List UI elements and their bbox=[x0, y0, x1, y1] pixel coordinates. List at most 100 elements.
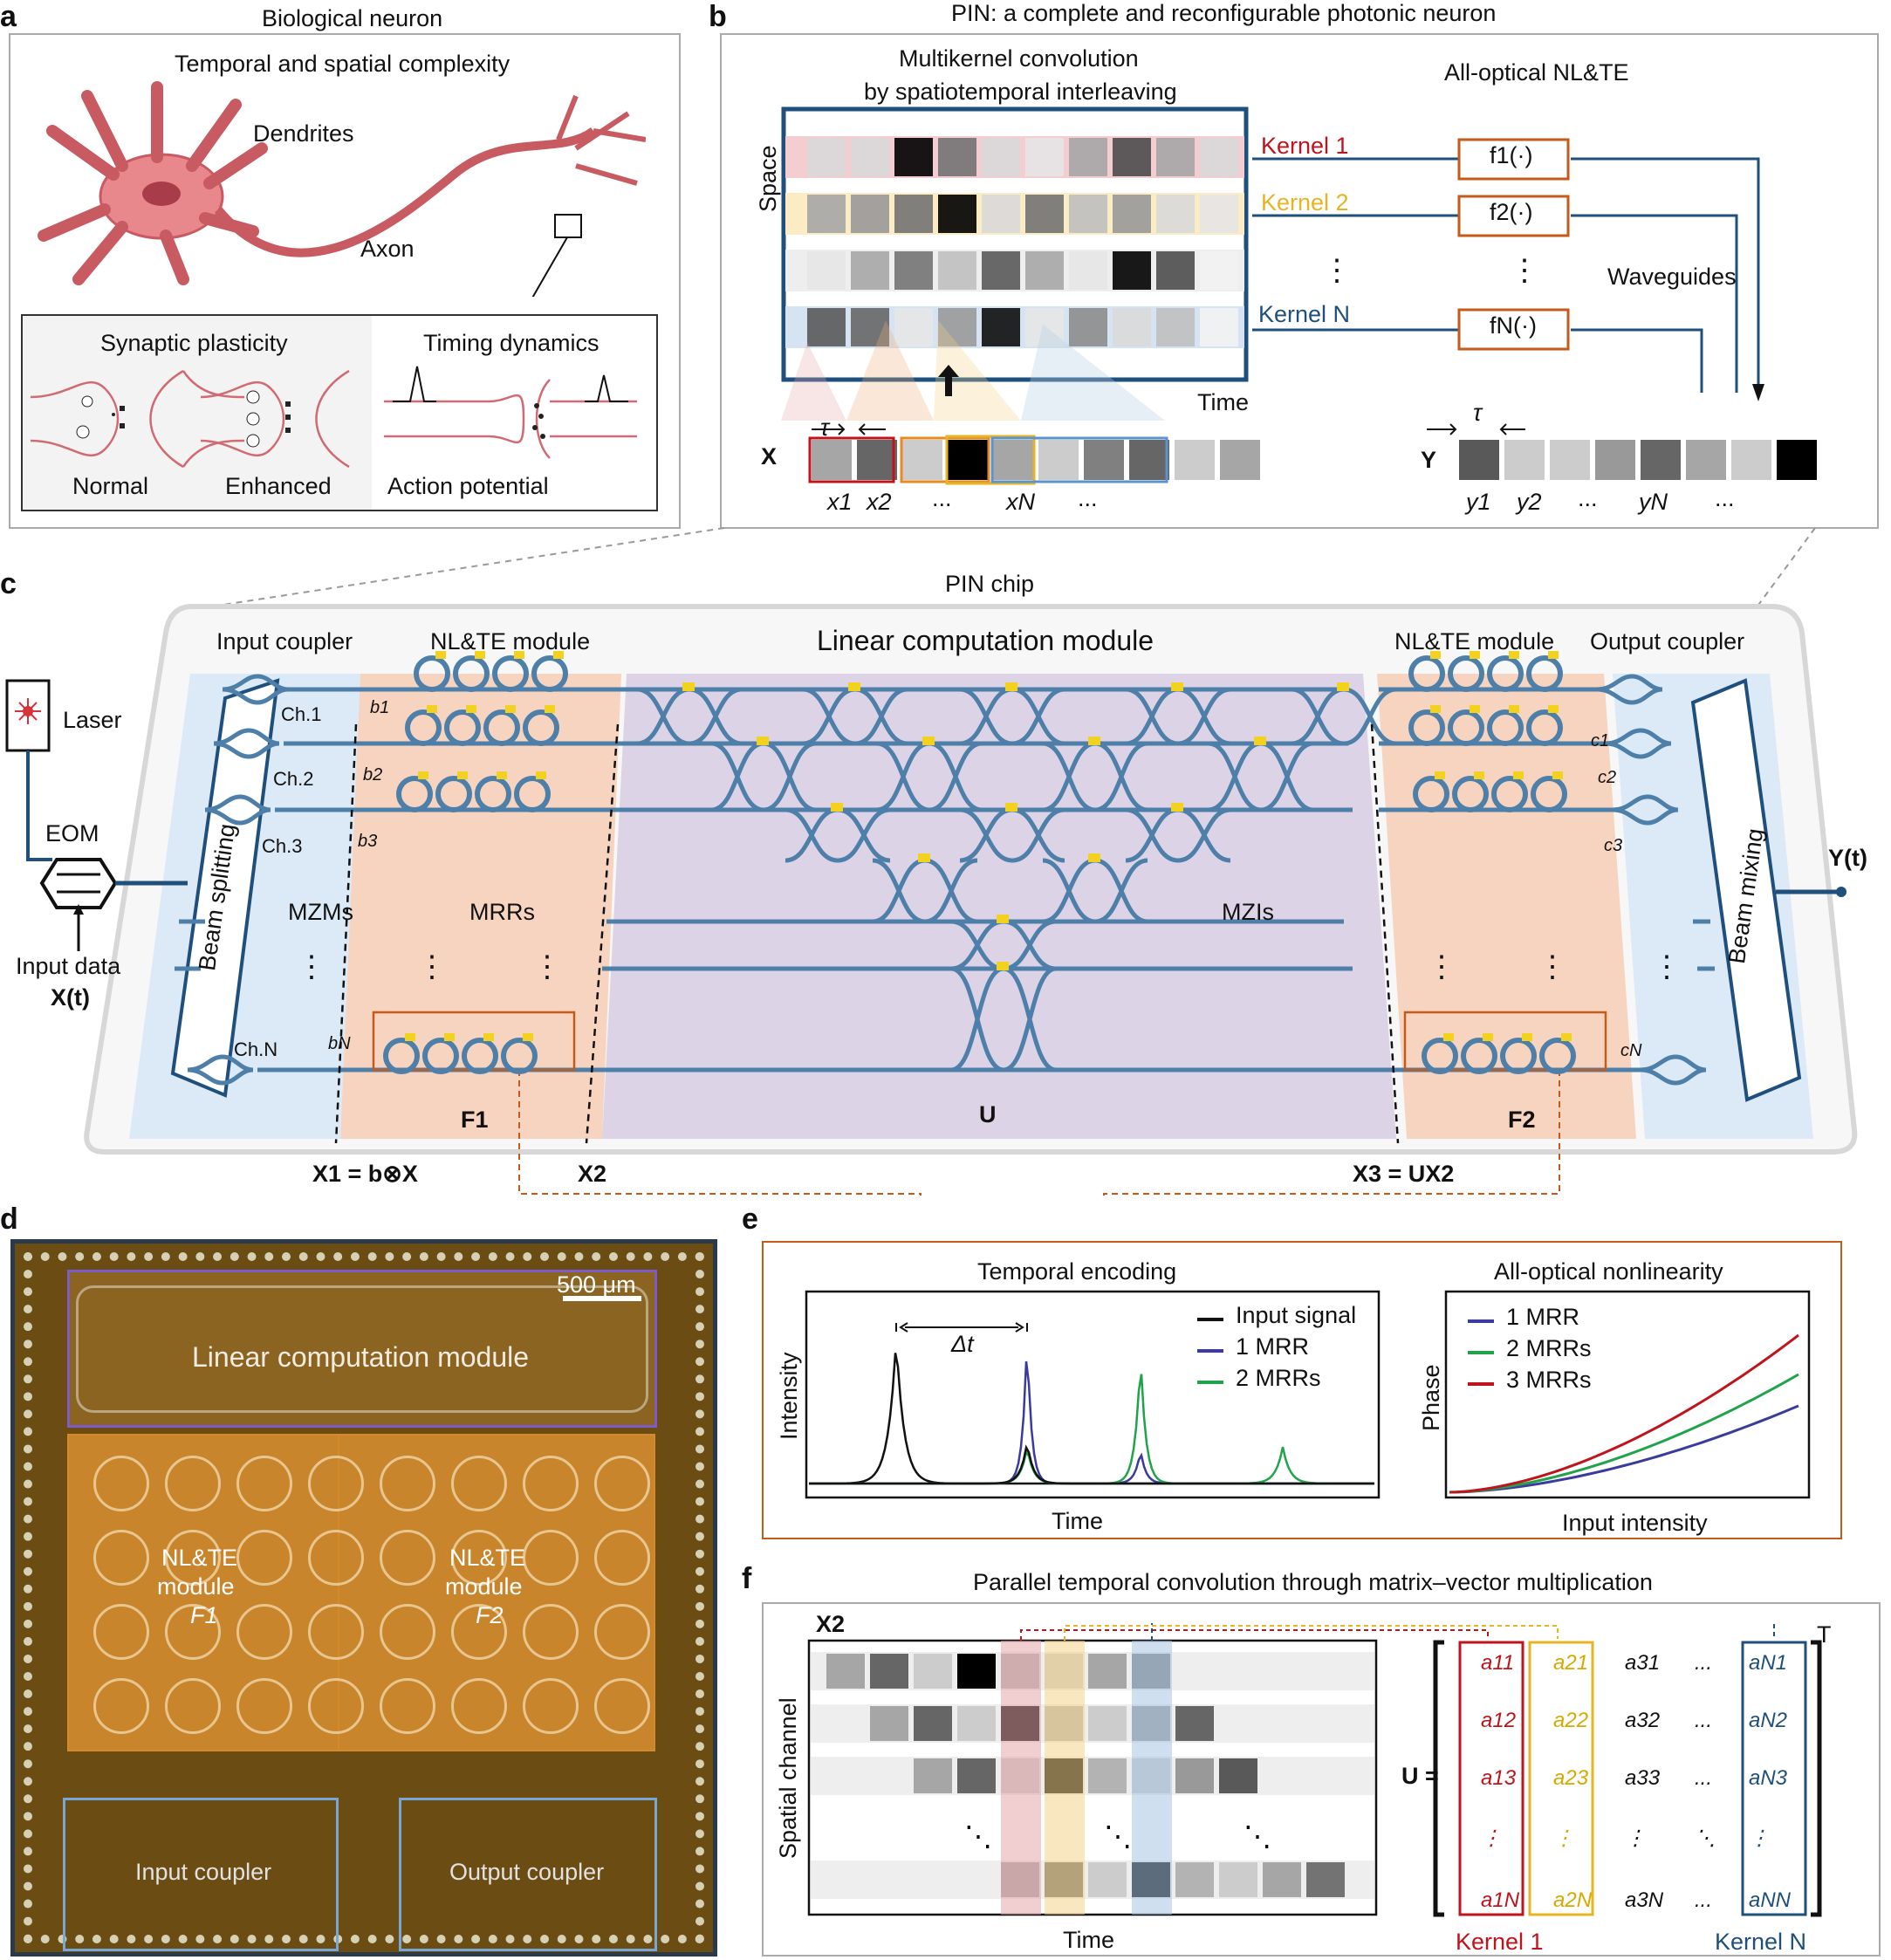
pin-chip-title: PIN chip bbox=[945, 571, 1035, 597]
micrograph-ring bbox=[93, 1604, 149, 1660]
mrr-vdots-1: ⋮ bbox=[417, 950, 447, 983]
diag-dots: ⋱ bbox=[1104, 1820, 1132, 1852]
y-sample-cell bbox=[1504, 440, 1545, 480]
kernel2-link bbox=[1064, 1625, 1559, 1641]
conv-cell bbox=[1088, 1654, 1127, 1689]
x-sample-cell bbox=[1084, 440, 1124, 480]
x-sample-cell bbox=[1220, 440, 1260, 480]
kernel-cell bbox=[938, 251, 976, 290]
mrr-vdots-4: ⋮ bbox=[1538, 950, 1567, 983]
neuron-illustration bbox=[38, 81, 646, 297]
heater-pad bbox=[1513, 771, 1524, 779]
delta-t-arrow bbox=[895, 1322, 1028, 1333]
kernel-cell bbox=[938, 138, 976, 176]
y-sample-cell bbox=[1686, 440, 1726, 480]
heater-pad bbox=[418, 771, 428, 779]
mrr-vdots-3: ⋮ bbox=[1427, 950, 1456, 983]
mrr-ring bbox=[422, 1038, 459, 1074]
nl-legend-swatch-1 bbox=[1468, 1350, 1494, 1354]
mrr-ring bbox=[414, 655, 450, 692]
y1-label: y1 bbox=[1466, 489, 1491, 515]
micrograph-linear-label: Linear computation module bbox=[192, 1341, 530, 1373]
x-kernel3-window bbox=[945, 435, 1036, 485]
micrograph-ring bbox=[308, 1678, 364, 1734]
matrix-entry: a31 bbox=[1625, 1651, 1661, 1675]
b3-label: b3 bbox=[358, 832, 378, 851]
micrograph-ring bbox=[594, 1678, 650, 1734]
x-dots-1: ... bbox=[932, 485, 952, 511]
waveguide-routing bbox=[1252, 138, 1764, 401]
kernel-cell bbox=[1156, 138, 1195, 176]
ch1-label: Ch.1 bbox=[281, 703, 322, 725]
kernel2-projection bbox=[846, 320, 934, 421]
mrr-ring bbox=[1461, 1038, 1497, 1074]
micrograph-ring bbox=[451, 1456, 507, 1511]
x-sample-cell bbox=[1129, 440, 1169, 480]
x-tau-arrows bbox=[812, 423, 886, 435]
b2-label: b2 bbox=[363, 765, 383, 785]
waveguide-path bbox=[187, 1054, 254, 1086]
conv-cell bbox=[957, 1654, 996, 1689]
time-label-f: Time bbox=[1063, 1927, 1114, 1953]
te-legend-swatch-1 bbox=[1197, 1348, 1223, 1353]
x2-label: x2 bbox=[867, 489, 892, 515]
te-ylabel: Intensity bbox=[776, 1352, 802, 1440]
phase-shifter bbox=[1088, 737, 1100, 745]
heater-pad bbox=[1548, 705, 1559, 713]
phase-shifter bbox=[997, 915, 1009, 923]
kernel-grid bbox=[781, 106, 1249, 421]
conv-cell bbox=[1219, 1862, 1257, 1897]
kernel-cell bbox=[1200, 138, 1238, 176]
plasticity-label: Synaptic plasticity bbox=[100, 330, 288, 356]
mrr-ring bbox=[383, 1038, 420, 1074]
mrr-ring bbox=[1491, 776, 1528, 812]
panel-a-subtitle: Temporal and spatial complexity bbox=[175, 51, 510, 77]
x-kernelN-window bbox=[990, 436, 1168, 483]
y-tau-arrows bbox=[1427, 423, 1525, 435]
kernel-cell bbox=[1069, 308, 1107, 346]
micrograph-output-label: Output coupler bbox=[449, 1859, 605, 1885]
panel-a-title: Biological neuron bbox=[262, 5, 443, 31]
conv-cell bbox=[870, 1706, 908, 1741]
micrograph-ring bbox=[236, 1530, 292, 1586]
te-xlabel: Time bbox=[1052, 1508, 1103, 1534]
heater-pad bbox=[1474, 771, 1484, 779]
mrr-ring bbox=[1448, 709, 1484, 746]
spatial-channel-label: Spatial channel bbox=[775, 1697, 801, 1859]
kernel-cell bbox=[938, 308, 976, 346]
kernel-cell bbox=[982, 251, 1020, 290]
phase-shifter bbox=[918, 853, 930, 862]
mrr-ring bbox=[1413, 776, 1449, 812]
zoom-connectors bbox=[182, 527, 1816, 612]
phase-shifter bbox=[1005, 803, 1017, 812]
synapse-illustrations bbox=[30, 366, 637, 469]
matrix-entry: aNN bbox=[1749, 1888, 1792, 1912]
matrix-entry: a13 bbox=[1481, 1766, 1517, 1790]
heater-pad bbox=[1443, 1033, 1454, 1041]
c1-label: c1 bbox=[1591, 731, 1610, 750]
kernelN-label-f: Kernel N bbox=[1715, 1929, 1807, 1955]
heater-pad bbox=[475, 651, 485, 659]
micrograph-nl1-line1: NL&TE bbox=[161, 1545, 238, 1571]
mzis-label: MZIs bbox=[1222, 899, 1274, 925]
kernel-cell bbox=[1025, 195, 1064, 233]
tau-label-y: τ bbox=[1473, 400, 1483, 426]
heater-pad bbox=[405, 1033, 415, 1041]
heater-pad bbox=[1548, 651, 1559, 659]
nl-ylabel: Phase bbox=[1418, 1364, 1444, 1431]
timing-box bbox=[370, 314, 658, 511]
xN-label: xN bbox=[1006, 489, 1035, 515]
panel-b-frame bbox=[720, 33, 1879, 529]
eom-label: EOM bbox=[45, 820, 99, 846]
timing-label: Timing dynamics bbox=[423, 330, 600, 356]
waveguide-path bbox=[1379, 728, 1672, 759]
heater-pad bbox=[457, 771, 468, 779]
kernel-cell bbox=[1113, 195, 1151, 233]
conv-cell bbox=[914, 1758, 952, 1793]
kernel3-projection bbox=[934, 320, 1021, 421]
phase-shifter bbox=[1171, 803, 1183, 812]
heater-pad bbox=[1470, 705, 1480, 713]
F2-label: F2 bbox=[1508, 1107, 1536, 1133]
conv-cell bbox=[1306, 1862, 1345, 1897]
mrr-ring bbox=[444, 709, 481, 746]
